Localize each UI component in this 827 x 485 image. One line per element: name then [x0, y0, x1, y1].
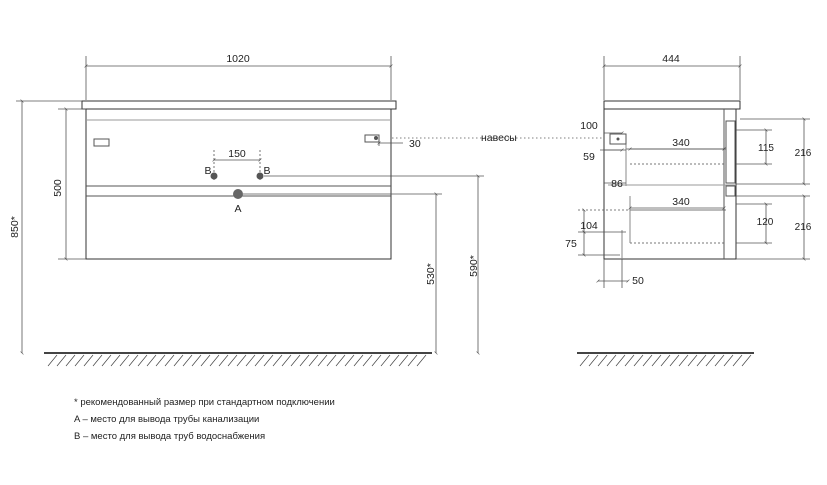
side-cabinet-body	[603, 108, 737, 260]
dim-lower-offset-label: 104	[580, 220, 598, 232]
side-floor-hatch	[579, 354, 752, 367]
hanger-screw-right	[374, 136, 378, 140]
dim-top-offset-label: 100	[580, 120, 598, 132]
dim-upper-drawer-height-label: 115	[758, 143, 774, 154]
note-pipe-b: B – место для вывода труб водоснабжения	[74, 431, 266, 442]
front-floor	[44, 352, 432, 367]
hanger-bracket-left	[93, 138, 110, 147]
dim-section-lower-label: 216	[795, 222, 812, 233]
dim-height-b-label: 590*	[468, 255, 480, 277]
dim-height-a-label: 530*	[425, 263, 437, 285]
front-cabinet-body	[85, 108, 392, 260]
front-dimensions	[16, 56, 610, 355]
note-recommended: * рекомендованный размер при стандартном…	[74, 397, 335, 408]
front-countertop	[81, 100, 397, 110]
dim-lower-drawer-height-label: 120	[757, 217, 774, 228]
note-pipe-a: A – место для вывода трубы канализации	[74, 414, 260, 425]
dim-depth-label: 444	[662, 53, 680, 65]
dim-lower-drawer-depth-label: 340	[672, 196, 690, 208]
dim-upper-drawer-depth-label: 340	[672, 137, 690, 149]
pipe-a-label: A	[234, 203, 241, 215]
pipe-a-dot	[233, 189, 243, 199]
side-floor	[577, 352, 754, 367]
dim-back-offset-label: 50	[632, 275, 644, 287]
dim-width-label: 1020	[226, 53, 250, 65]
side-hanger-bracket	[609, 133, 627, 145]
front-view	[81, 100, 397, 260]
side-countertop	[603, 100, 741, 110]
upper-drawer-handle	[725, 120, 736, 184]
pipe-b-right-label: B	[263, 165, 270, 177]
footnotes: * рекомендованный размер при стандартном…	[74, 394, 335, 445]
dim-upper-gap-label: 59	[583, 151, 595, 163]
pipe-b-left-label: B	[204, 165, 211, 177]
lower-drawer-handle	[725, 185, 736, 197]
dim-middle-offset-label: 86	[611, 178, 623, 190]
dim-bottom-offset-label: 75	[565, 238, 577, 250]
dim-hanger-offset-label: 30	[409, 138, 421, 150]
front-floor-hatch	[47, 354, 427, 367]
dim-drawer-height-label: 500	[52, 179, 64, 197]
side-dimensions	[578, 56, 810, 288]
hanger-label: навесы	[481, 132, 517, 144]
dim-overall-height-label: 850*	[9, 216, 21, 238]
dim-pipe-spacing-label: 150	[228, 148, 246, 160]
side-view	[603, 100, 741, 260]
dim-section-upper-label: 216	[795, 148, 812, 159]
